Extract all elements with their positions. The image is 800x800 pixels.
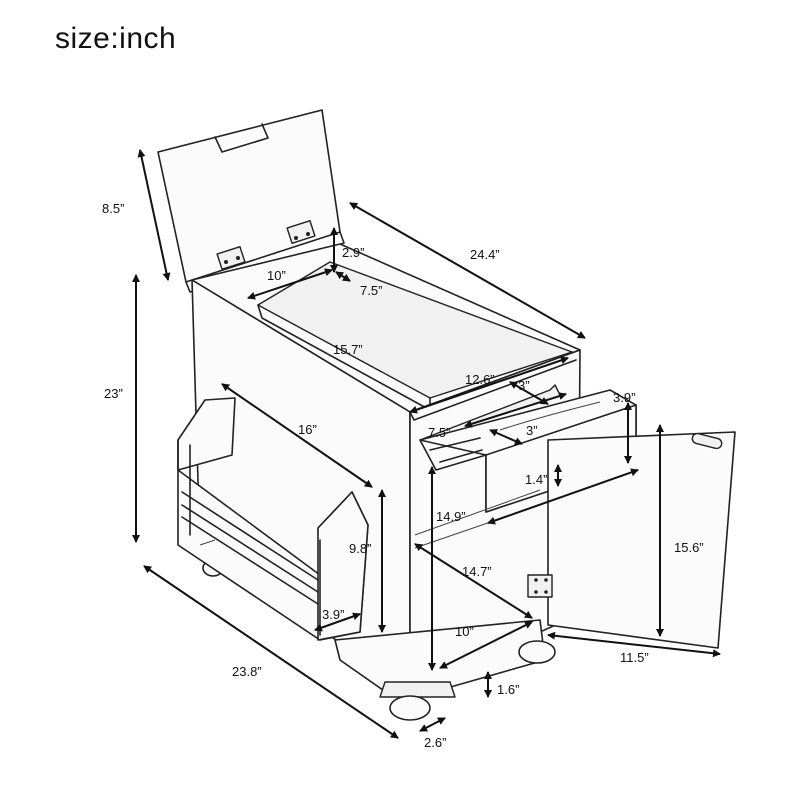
dim-line-drawer-divider-side — [489, 429, 523, 445]
open-door — [527, 431, 736, 649]
dim-line-foot-width — [419, 717, 446, 732]
dimension-labels: 8.5” 24.4” 2.9” 10” 7.5” 23” 15.7” 12.6”… — [102, 201, 704, 750]
dim-line-rack-length — [221, 383, 373, 488]
label-rack-height: 9.8” — [349, 541, 371, 556]
label-overall-width: 23.8” — [232, 664, 262, 679]
label-drawer-divider-top: 3” — [518, 378, 530, 393]
cabinet-illustration — [157, 109, 736, 721]
label-rack-length: 16” — [298, 422, 317, 437]
label-inner-depth: 14.7” — [462, 564, 492, 579]
dim-line-lid-opening-margin — [335, 271, 351, 282]
label-drawer-height: 3.9” — [613, 390, 635, 405]
dim-line-door-bottom — [487, 468, 639, 525]
label-bottom-depth: 10” — [455, 624, 474, 639]
label-foot-width: 2.6” — [424, 735, 446, 750]
label-base-height: 1.6” — [497, 682, 519, 697]
label-lid-height: 8.5” — [102, 201, 124, 216]
label-hinge-inset: 2.9” — [342, 245, 364, 260]
label-door-height: 15.6” — [674, 540, 704, 555]
label-top-width: 12.6” — [465, 372, 495, 387]
label-tray-depth: 15.7” — [333, 342, 363, 357]
label-total-height: 23” — [104, 386, 123, 401]
label-lid-opening-margin: 7.5” — [360, 283, 382, 298]
page-title: size:inch — [55, 22, 177, 55]
label-lid-opening-width: 10” — [267, 268, 286, 283]
dim-line-lid-opening-width — [247, 268, 333, 300]
dimension-lines — [132, 149, 721, 739]
dim-line-lid-height — [137, 149, 171, 281]
label-drawer-depth: 7.5” — [428, 425, 450, 440]
label-inner-height: 14.9” — [436, 509, 466, 524]
dim-line-total-depth — [349, 202, 586, 339]
dim-line-overall-width — [143, 565, 399, 739]
open-lid — [157, 109, 345, 293]
dim-line-inner-depth — [414, 543, 533, 619]
label-drawer-divider-side: 3” — [526, 423, 538, 438]
dim-line-bottom-depth — [439, 621, 533, 669]
dim-line-top-width — [409, 356, 569, 414]
label-knob-offset: 1.4” — [525, 472, 547, 487]
label-total-depth: 24.4” — [470, 247, 500, 262]
dim-line-door-width — [547, 631, 721, 658]
dim-line-drawer-depth — [464, 392, 567, 428]
label-rack-width: 3.9” — [322, 607, 344, 622]
label-door-width: 11.5” — [620, 650, 649, 665]
